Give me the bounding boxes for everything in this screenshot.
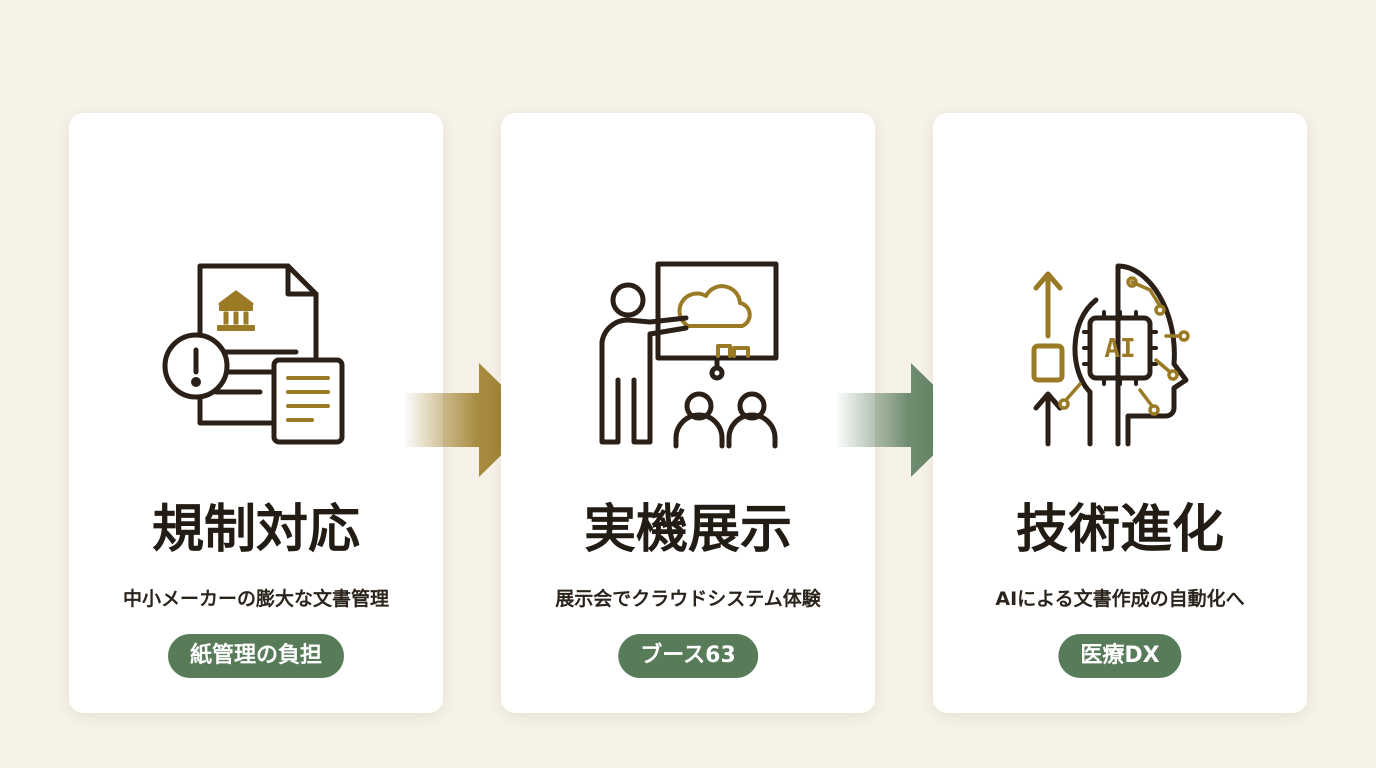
- step-card-regulation: 規制対応 中小メーカーの膨大な文書管理 紙管理の負担: [69, 113, 443, 713]
- step-title: 実機展示: [583, 499, 792, 560]
- step-card-exhibition: 実機展示 展示会でクラウドシステム体験 ブース63: [501, 113, 875, 713]
- step-tag: ブース63: [618, 634, 758, 678]
- step-card-technology: AI 技術進化 AIによる文書作成の自動化へ 医療DX: [933, 113, 1307, 713]
- chip-label: AI: [1104, 334, 1135, 364]
- presentation-cloud-icon: [588, 260, 788, 450]
- step-tag: 医療DX: [1058, 634, 1182, 678]
- ai-head-icon: AI: [1020, 260, 1220, 450]
- step-title: 技術進化: [1015, 499, 1224, 560]
- step-tag: 紙管理の負担: [167, 634, 345, 678]
- step-subtitle: 中小メーカーの膨大な文書管理: [122, 588, 389, 610]
- step-subtitle: AIによる文書作成の自動化へ: [995, 588, 1245, 610]
- step-subtitle: 展示会でクラウドシステム体験: [555, 588, 821, 610]
- step-title: 規制対応: [151, 499, 360, 560]
- regulation-documents-icon: [156, 260, 356, 450]
